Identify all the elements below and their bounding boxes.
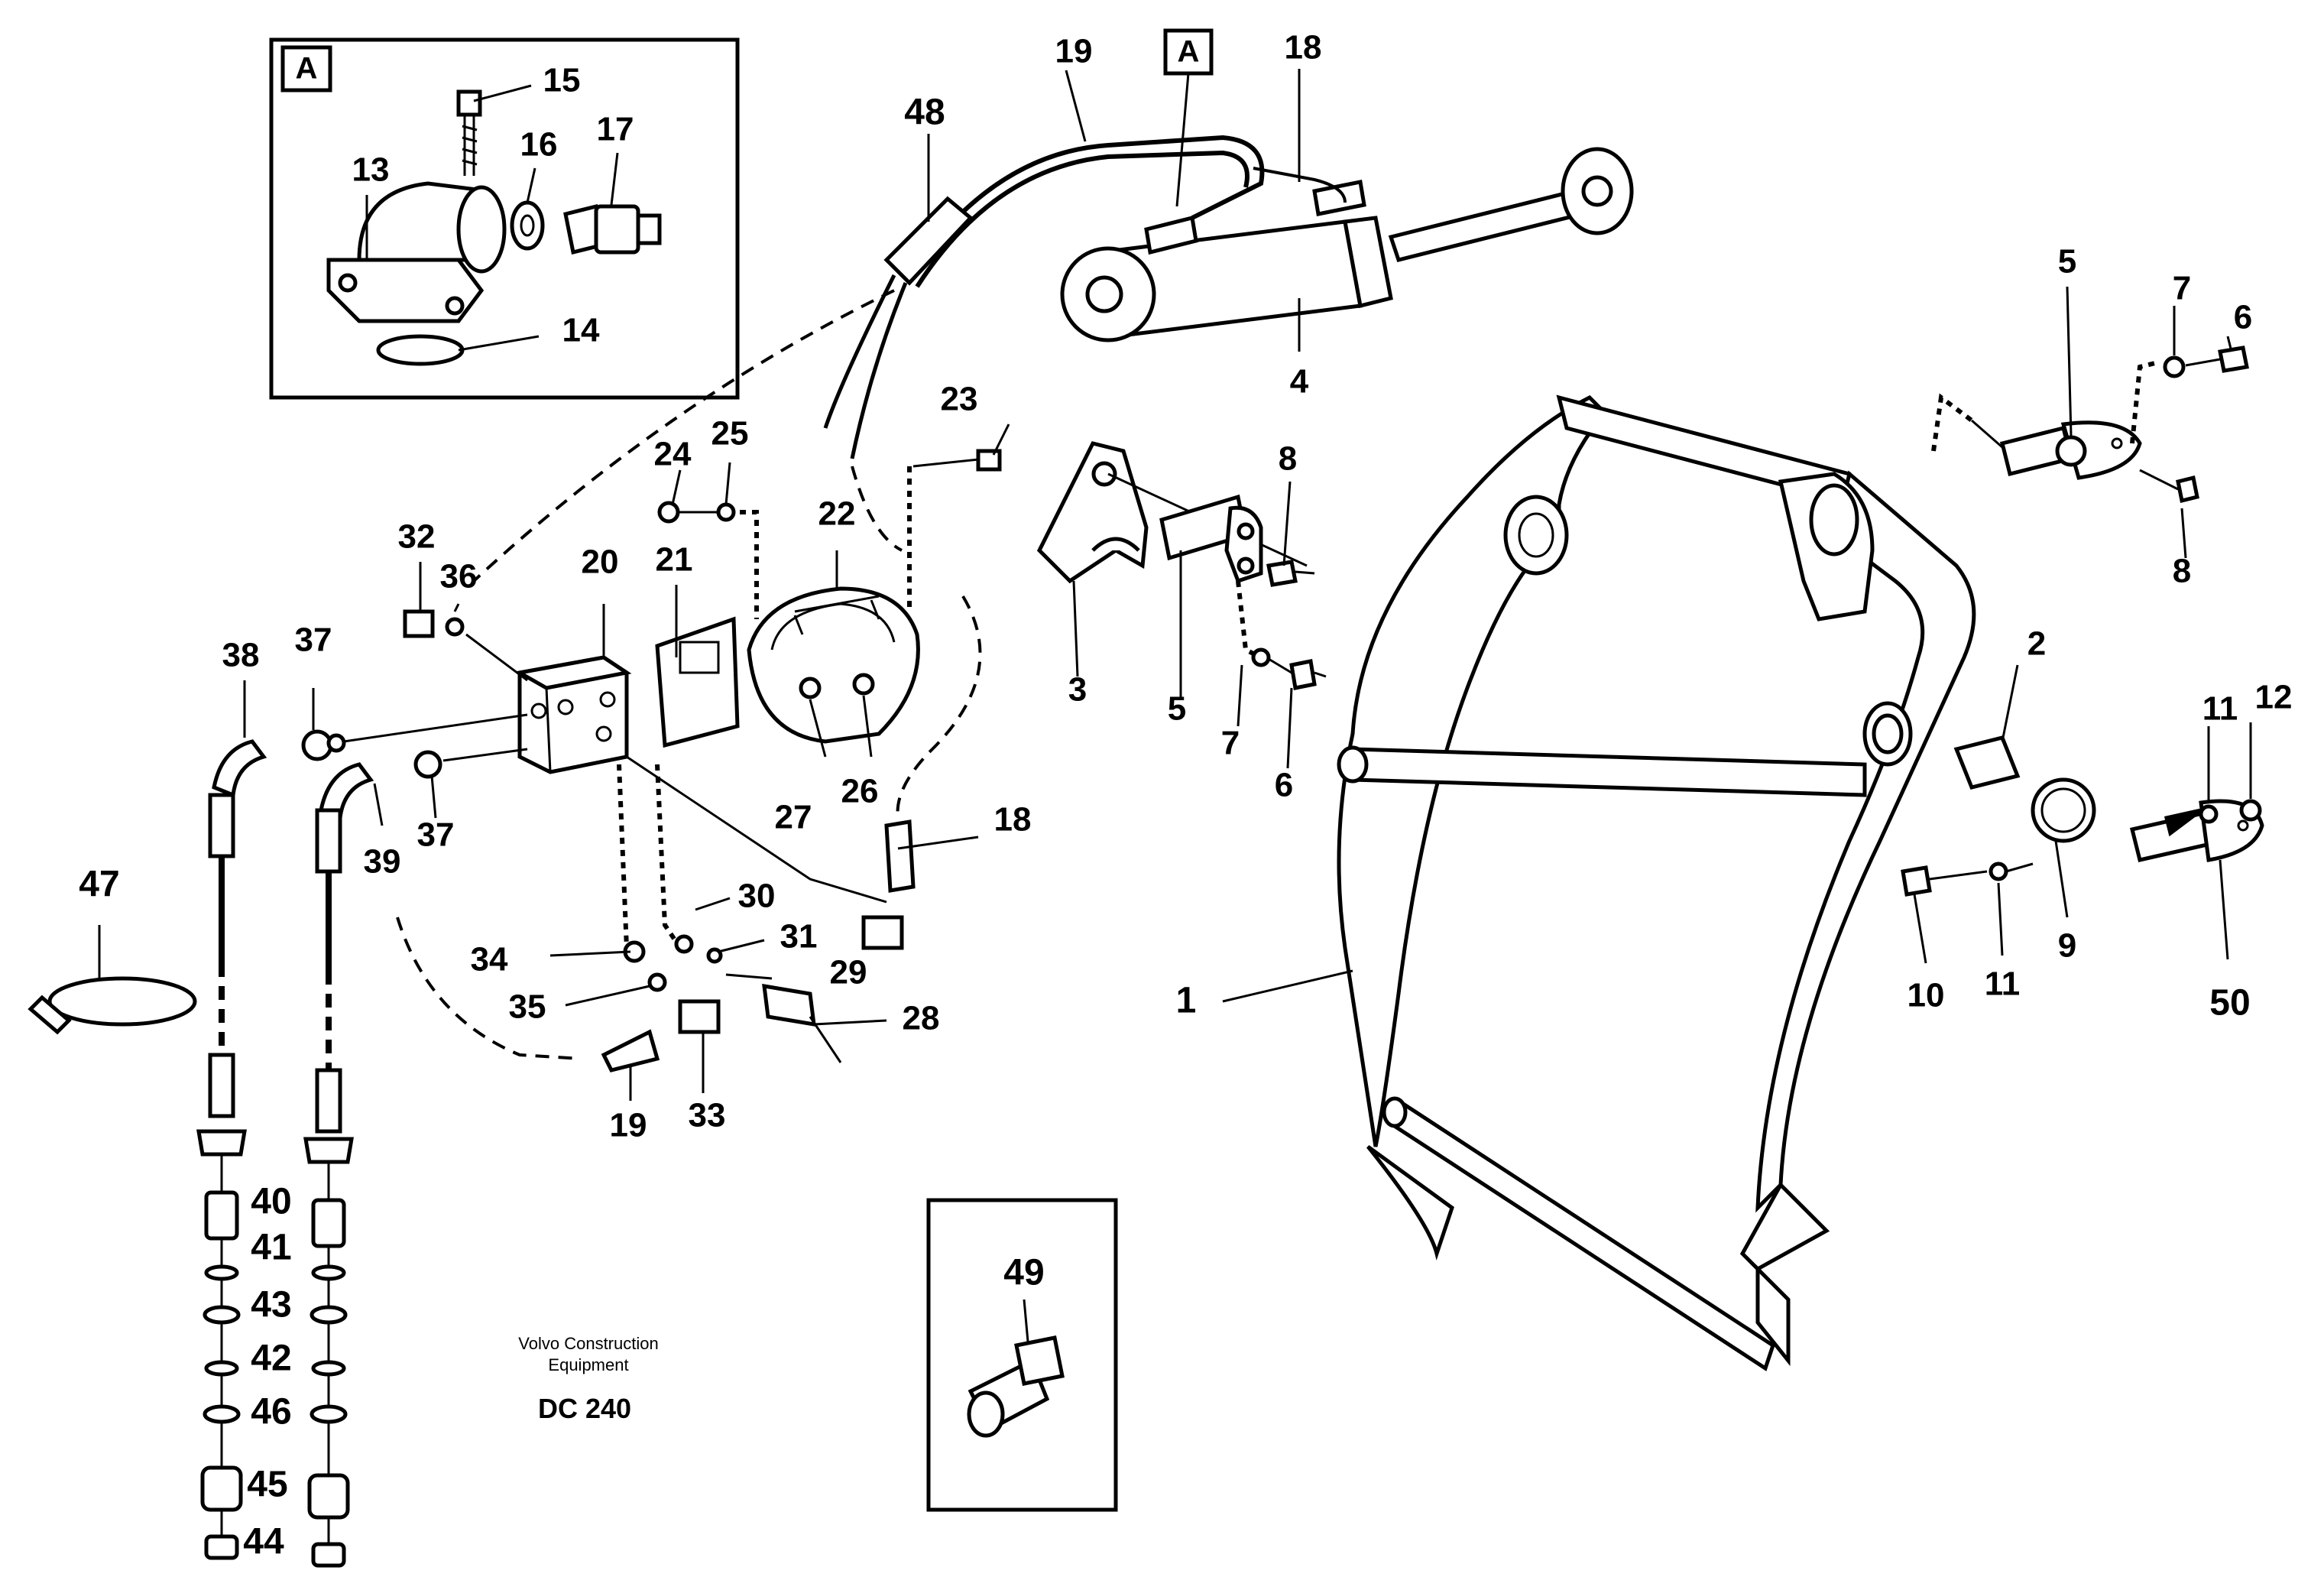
callout-10: 10	[1907, 977, 1945, 1014]
callout-2: 2	[2027, 625, 2046, 663]
callout-37-lower: 37	[417, 816, 455, 854]
callout-42: 42	[251, 1339, 291, 1379]
callout-7-lower: 7	[1221, 725, 1240, 762]
callout-22: 22	[818, 495, 856, 533]
callout-11-lower: 11	[1985, 965, 2021, 1003]
callout-32: 32	[398, 518, 436, 556]
callout-labels: 1 2 3 4 5 5 6 6 7 7 8 8 9 10 11 11 12 13…	[79, 29, 2292, 1562]
callout-23: 23	[941, 381, 978, 418]
hydraulic-cylinder-assembly: A	[472, 28, 1634, 819]
callout-14: 14	[562, 312, 600, 349]
callout-25: 25	[711, 415, 749, 453]
callout-34: 34	[471, 941, 508, 978]
callout-24: 24	[654, 436, 692, 473]
grapple-frame	[1222, 394, 1976, 1371]
callout-11-upper: 11	[2202, 690, 2238, 728]
pivot-pin-group	[1901, 286, 2264, 964]
callout-5-upper: 5	[2058, 243, 2076, 281]
callout-28: 28	[903, 1000, 940, 1037]
callout-20: 20	[582, 544, 619, 581]
fitting-stack-right	[303, 1137, 354, 1568]
callout-9: 9	[2058, 927, 2076, 965]
callout-37-upper: 37	[295, 621, 332, 659]
callout-15: 15	[543, 62, 581, 99]
callout-33: 33	[689, 1097, 726, 1134]
callout-8-lower: 8	[2173, 553, 2191, 590]
callout-50: 50	[2209, 983, 2250, 1024]
callout-5-lower: 5	[1168, 690, 1186, 728]
callout-16: 16	[520, 126, 558, 164]
callout-12: 12	[2255, 679, 2293, 716]
callout-6-lower: 6	[1275, 767, 1293, 804]
callout-17: 17	[597, 111, 634, 148]
callout-29: 29	[830, 954, 867, 991]
footer-block: Volvo Construction Equipment DC 240	[518, 1334, 658, 1424]
callout-45: 45	[247, 1465, 287, 1505]
footer-company-line1: Volvo Construction	[518, 1334, 658, 1353]
callout-31: 31	[780, 918, 818, 956]
callout-47: 47	[79, 865, 119, 905]
callout-49: 49	[1003, 1253, 1044, 1293]
fitting-stack-left	[196, 1129, 247, 1560]
callout-1: 1	[1176, 981, 1197, 1021]
callout-41: 41	[251, 1228, 291, 1268]
cylinder-marker-label: A	[1178, 35, 1200, 69]
callout-39: 39	[364, 843, 401, 881]
inset-marker-label: A	[296, 52, 318, 86]
callout-35: 35	[509, 988, 546, 1026]
callout-6-upper: 6	[2234, 299, 2252, 336]
callout-48: 48	[904, 92, 945, 133]
callout-26: 26	[841, 773, 879, 810]
callout-44: 44	[243, 1522, 284, 1562]
valve-block-area	[28, 423, 1010, 1568]
mounting-bracket-group	[1036, 441, 1327, 769]
callout-18-lower: 18	[994, 801, 1032, 839]
callout-27: 27	[775, 799, 812, 836]
callout-43: 43	[251, 1285, 291, 1326]
callout-38: 38	[222, 637, 260, 674]
callout-8-upper: 8	[1279, 440, 1297, 478]
callout-36: 36	[440, 558, 478, 595]
callout-40: 40	[251, 1182, 291, 1222]
detail-box-49	[926, 1198, 1118, 1512]
callout-4: 4	[1290, 363, 1309, 401]
callout-3: 3	[1068, 671, 1087, 709]
callout-46: 46	[251, 1392, 291, 1433]
detail-inset-a: A	[269, 37, 740, 400]
footer-code: DC 240	[538, 1393, 631, 1424]
callout-30: 30	[738, 878, 776, 915]
callout-21: 21	[656, 541, 693, 579]
callout-19-lower: 19	[610, 1107, 647, 1144]
footer-company-line2: Equipment	[548, 1355, 628, 1374]
callout-13: 13	[352, 151, 390, 189]
callout-7-upper: 7	[2173, 270, 2191, 307]
callout-18-upper: 18	[1285, 29, 1322, 67]
callout-19-upper: 19	[1055, 33, 1093, 70]
